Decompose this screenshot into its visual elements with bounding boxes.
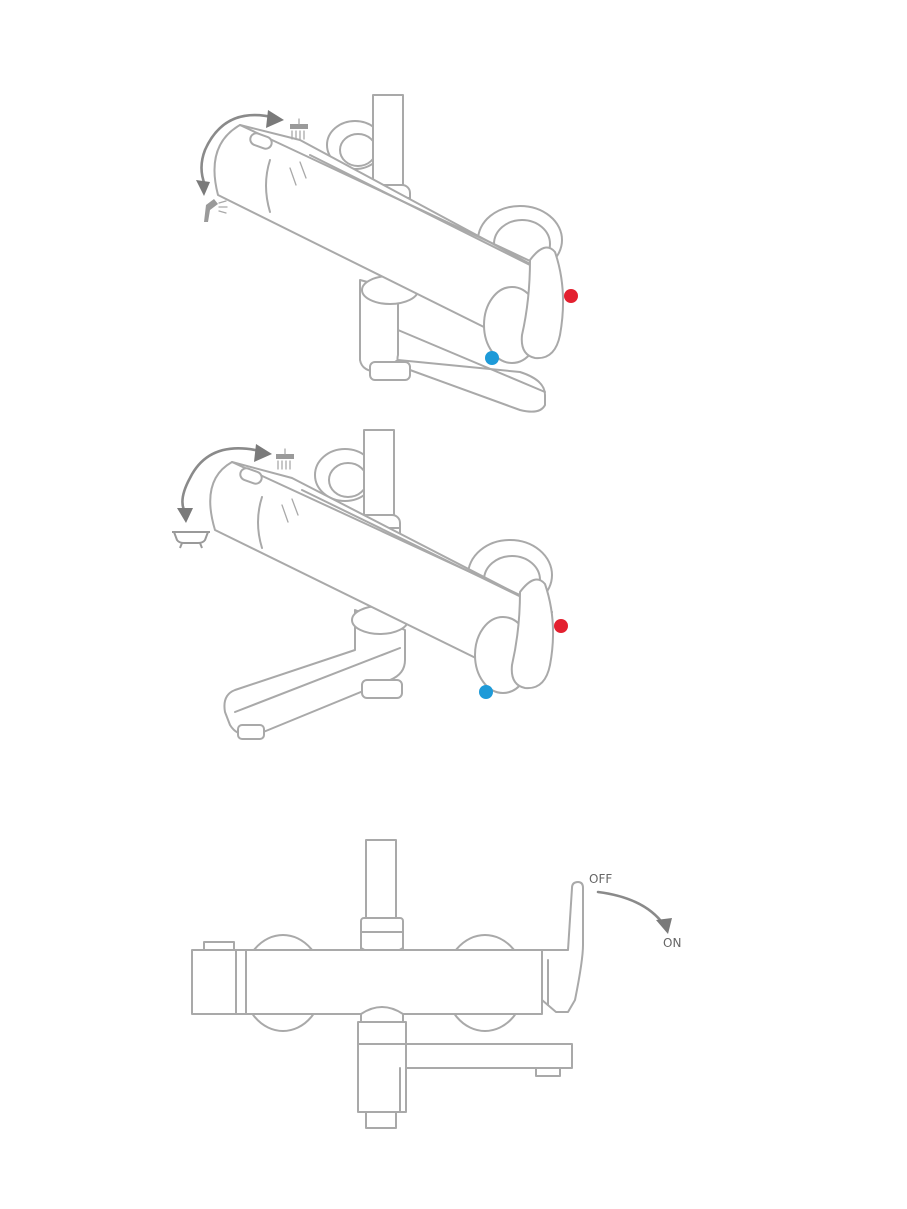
off-label: OFF: [589, 872, 612, 886]
cold-indicator: [479, 685, 493, 699]
off-on-arrow: [596, 890, 672, 934]
shower-head-icon: [290, 118, 308, 140]
temperature-lever: [520, 246, 565, 360]
hot-indicator: [554, 619, 568, 633]
bath-spout: [357, 1006, 573, 1129]
bathtub-icon: [172, 531, 210, 549]
hot-indicator: [564, 289, 578, 303]
on-label: ON: [663, 936, 681, 950]
temperature-lever: [510, 578, 555, 690]
figure-1-shower-mixer: [196, 94, 578, 413]
bath-spout: [223, 605, 409, 740]
diverter-rotation-arrow: [177, 444, 272, 523]
figure-3-front-view: OFF ON: [191, 839, 681, 1129]
cold-indicator: [485, 351, 499, 365]
figure-2-bath-mixer: [172, 429, 568, 740]
shower-head-icon: [276, 448, 294, 470]
riser-pipe: [360, 839, 404, 956]
mixer-body: [191, 941, 543, 1015]
hand-shower-icon: [204, 199, 228, 222]
diverter-rotation-arrow: [196, 110, 284, 196]
temperature-lever: [541, 881, 584, 1013]
